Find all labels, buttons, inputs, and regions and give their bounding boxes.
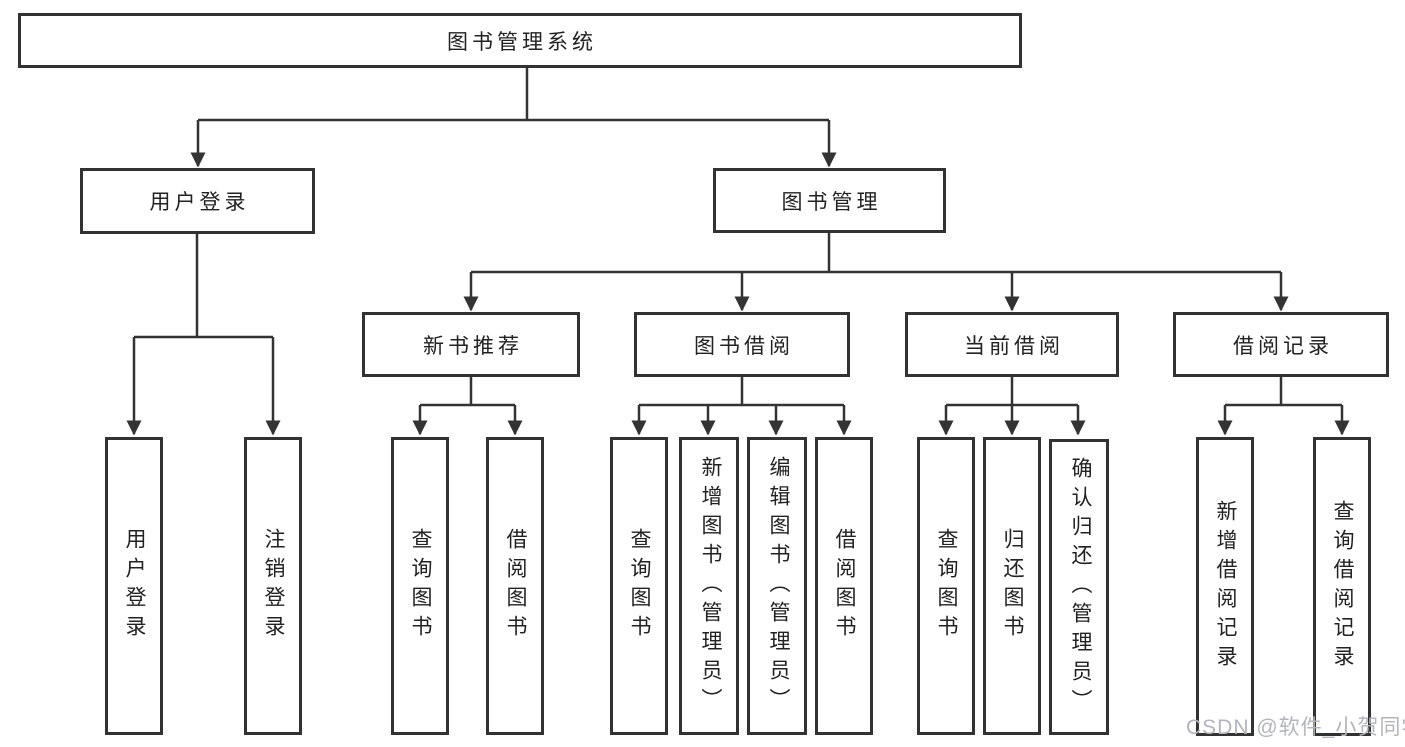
leaf-query-books-borrowing: 查询图书 bbox=[610, 437, 668, 735]
leaf-borrow-books-borrowing: 借阅图书 bbox=[815, 437, 873, 735]
node-book-borrowing: 图书借阅 bbox=[634, 312, 850, 377]
node-user-login-group: 用户登录 bbox=[80, 168, 315, 234]
leaf-query-books-recommend: 查询图书 bbox=[391, 437, 449, 735]
node-borrowing-records: 借阅记录 bbox=[1173, 312, 1389, 377]
leaf-confirm-return-admin: 确认归还（管理员） bbox=[1049, 439, 1109, 735]
leaf-edit-book-admin: 编辑图书（管理员） bbox=[747, 437, 807, 735]
node-root-book-management-system: 图书管理系统 bbox=[18, 13, 1022, 68]
leaf-add-borrow-record: 新增借阅记录 bbox=[1196, 437, 1254, 736]
leaf-user-login: 用户登录 bbox=[105, 437, 163, 735]
leaf-add-book-admin: 新增图书（管理员） bbox=[679, 437, 739, 735]
leaf-logout: 注销登录 bbox=[244, 437, 302, 735]
leaf-query-borrow-record: 查询借阅记录 bbox=[1313, 437, 1371, 736]
node-book-management: 图书管理 bbox=[713, 168, 946, 233]
csdn-watermark: CSDN @软件_小贺同学 bbox=[1186, 716, 1405, 739]
node-current-borrowing: 当前借阅 bbox=[905, 312, 1119, 377]
leaf-borrow-books-recommend: 借阅图书 bbox=[486, 437, 544, 735]
leaf-return-books: 归还图书 bbox=[983, 437, 1041, 735]
node-new-book-recommendation: 新书推荐 bbox=[362, 312, 580, 377]
leaf-query-books-current: 查询图书 bbox=[917, 437, 975, 735]
